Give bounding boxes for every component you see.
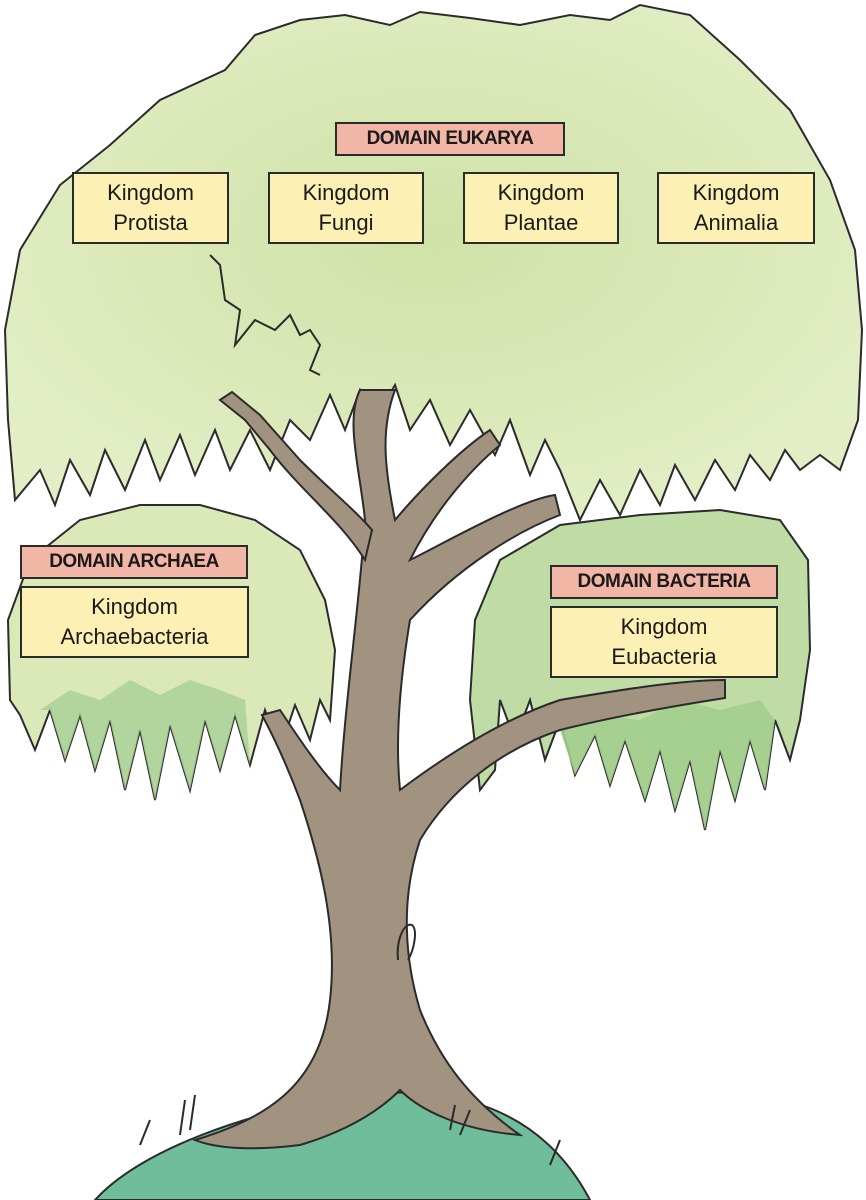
bark-knot xyxy=(396,923,416,961)
kingdom-fungi-line2: Fungi xyxy=(318,210,374,235)
bacteria-canopy-shadow xyxy=(560,700,775,830)
kingdom-animalia-box: Kingdom Animalia xyxy=(657,172,815,244)
grass-tuft-right xyxy=(449,1104,561,1166)
left-upper-branch xyxy=(218,390,374,563)
kingdom-plantae-box: Kingdom Plantae xyxy=(463,172,619,244)
kingdom-plantae-line2: Plantae xyxy=(503,210,579,235)
tree-trunk xyxy=(191,389,726,1150)
kingdom-protista-line1: Kingdom xyxy=(107,180,194,205)
eukarya-canopy xyxy=(3,3,864,523)
kingdom-fungi-line1: Kingdom xyxy=(302,180,390,205)
kingdom-animalia-line1: Kingdom xyxy=(692,180,780,205)
domain-eukarya-text: DOMAIN EUKARYA xyxy=(366,128,534,149)
kingdom-protista-box: Kingdom Protista xyxy=(72,172,229,244)
kingdom-protista-line2: Protista xyxy=(113,210,188,235)
domain-bacteria-label: DOMAIN BACTERIA xyxy=(550,565,778,599)
kingdom-archaebacteria-line2: Archaebacteria xyxy=(60,624,209,649)
grass-tuft-left xyxy=(139,1094,196,1146)
domain-bacteria-text: DOMAIN BACTERIA xyxy=(577,571,752,592)
kingdom-eubacteria-line1: Kingdom xyxy=(620,614,708,639)
canopy-detail-line xyxy=(209,254,322,376)
kingdom-plantae-line1: Kingdom xyxy=(497,180,585,205)
domain-eukarya-label: DOMAIN EUKARYA xyxy=(335,122,565,156)
kingdom-eubacteria-line2: Eubacteria xyxy=(611,644,717,669)
kingdom-animalia-line2: Animalia xyxy=(693,210,779,235)
domain-archaea-label: DOMAIN ARCHAEA xyxy=(20,545,248,579)
kingdom-archaebacteria-box: Kingdom Archaebacteria xyxy=(20,586,249,658)
archaea-canopy-shadow xyxy=(40,680,250,800)
kingdom-fungi-box: Kingdom Fungi xyxy=(268,172,424,244)
kingdom-archaebacteria-line1: Kingdom xyxy=(91,594,178,619)
domain-archaea-text: DOMAIN ARCHAEA xyxy=(49,551,219,572)
kingdom-eubacteria-box: Kingdom Eubacteria xyxy=(550,606,778,678)
